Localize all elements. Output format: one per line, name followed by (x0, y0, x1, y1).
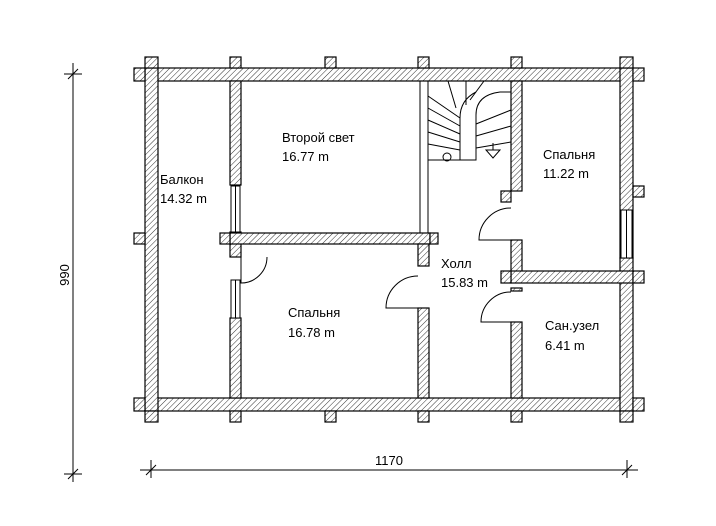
room-name-second-light: Второй свет (282, 130, 355, 145)
wall-left (144, 67, 159, 412)
wall-bath-top (510, 270, 634, 284)
interior-walls (229, 80, 634, 399)
log-ends (133, 56, 645, 423)
door-bedroom-right (478, 207, 512, 241)
wall-hall-left-lower (417, 307, 430, 399)
room-area-bathroom: 6.41 m (545, 338, 585, 353)
room-area-bedroom-left: 16.78 m (288, 325, 335, 340)
door-hall-left (385, 275, 419, 309)
room-name-bedroom-left: Спальня (288, 305, 340, 320)
wall-balcony-lower (229, 317, 242, 399)
wall-bath-left-lower (510, 321, 523, 399)
door-bedroom-left (240, 256, 268, 284)
wall-top (144, 67, 634, 82)
room-name-hall: Холл (441, 256, 472, 271)
wall-bath-left-top (510, 287, 523, 292)
door-bath (480, 291, 512, 323)
dimension-height-label: 990 (57, 264, 72, 286)
room-area-bedroom-right: 11.22 m (543, 166, 589, 181)
room-name-balcony: Балкон (160, 172, 204, 187)
staircase (419, 80, 512, 233)
room-name-bathroom: Сан.узел (545, 318, 599, 333)
wall-balcony-upper (229, 80, 242, 186)
dimension-width-label: 1170 (375, 453, 403, 468)
wall-bedroom-left-upper (510, 80, 523, 192)
wall-bottom (144, 397, 634, 412)
room-area-balcony: 14.32 m (160, 191, 207, 206)
doors (240, 207, 512, 323)
wall-central-horizontal (229, 232, 431, 245)
room-name-bedroom-right: Спальня (543, 147, 595, 162)
dimension-height: 990 (57, 63, 82, 482)
room-area-hall: 15.83 m (441, 275, 488, 290)
windows (230, 185, 633, 319)
dimension-width: 1170 (140, 453, 638, 478)
room-area-second-light: 16.77 m (282, 149, 329, 164)
wall-hall-left-upper (417, 243, 430, 267)
room-labels: Балкон 14.32 m Второй свет 16.77 m Спаль… (160, 130, 599, 353)
